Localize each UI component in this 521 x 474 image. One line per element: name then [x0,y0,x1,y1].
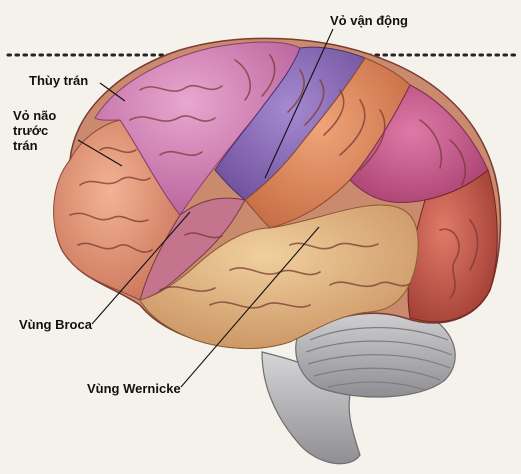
occipital-region [407,169,498,323]
label-motor-cortex: Vỏ vận động [330,13,408,28]
wernicke-leader [180,226,320,388]
label-broca: Vùng Broca [19,317,92,332]
prefrontal-leader [77,139,123,167]
label-prefrontal-line1: Vỏ não [13,108,57,123]
motor-cortex-leader [264,28,334,179]
cerebellum-folds [305,327,453,391]
label-wernicke: Vùng Wernicke [87,381,181,396]
gyri-texture [69,54,479,309]
label-frontal-lobe: Thùy trán [29,73,89,88]
broca-leader [91,211,191,325]
leader-lines [77,28,334,388]
temporal-lobe-region [139,204,419,349]
frontal-lobe-leader [99,82,126,102]
label-prefrontal-line2: trước [13,123,49,138]
label-prefrontal-line3: trán [13,138,38,153]
